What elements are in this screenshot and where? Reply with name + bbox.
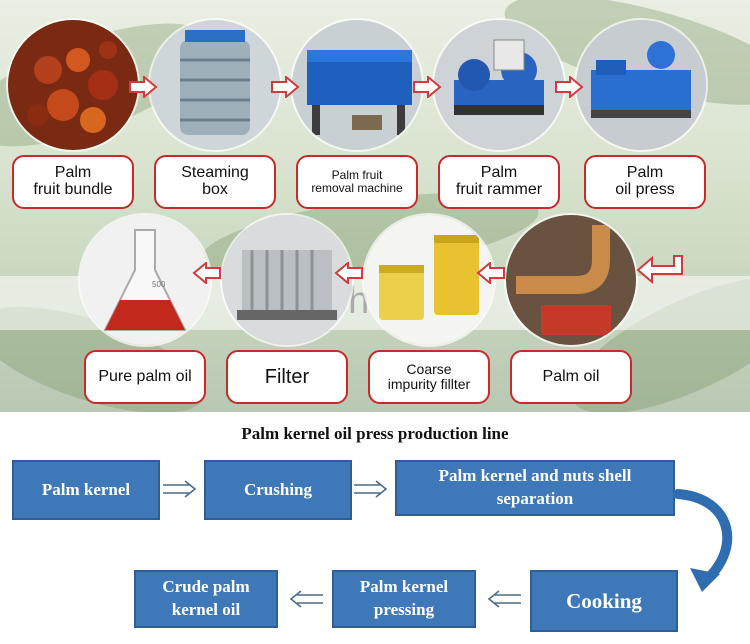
elbow-arrow-icon (636, 255, 683, 285)
label-palm-oil: Palm oil (510, 350, 632, 404)
steaming-box-photo (150, 20, 280, 150)
label-text: Pure palm oil (98, 367, 192, 385)
curved-down-arrow-icon (673, 489, 733, 592)
label-coarse-impurity-fillter: Coarse impurity fillter (368, 350, 490, 404)
label-text: Palm fruit removal machine (311, 168, 403, 195)
right-arrow-icon (271, 76, 300, 98)
double-right-arrow-icon (163, 480, 197, 498)
label-pure-palm-oil: Pure palm oil (84, 350, 206, 404)
step-pressing: Palm kernel pressing (332, 570, 476, 628)
filter-press-photo (222, 215, 352, 345)
step-crushing: Crushing (204, 460, 352, 520)
flask-photo: 500 (80, 215, 210, 345)
label-filter: Filter (226, 350, 348, 404)
label-text: Palm oil (542, 367, 600, 385)
step-label: Crushing (243, 479, 313, 499)
step-label: Crude palm kernel oil (162, 577, 250, 619)
left-arrow-icon (476, 262, 505, 284)
palm-fruit-photo (8, 20, 138, 150)
step-separation: Palm kernel and nuts shell separation (395, 460, 675, 516)
double-right-arrow-icon (354, 480, 388, 498)
removal-machine-photo (292, 20, 422, 150)
oil-press-photo (576, 20, 706, 150)
step-label: Cooking (566, 588, 642, 613)
right-arrow-icon (129, 76, 158, 98)
process-photo-panel: en.china.cn Palm fruit bundle Steaming b… (0, 0, 750, 412)
double-left-arrow-icon (487, 590, 521, 608)
label-text: Steaming box (181, 164, 249, 198)
left-arrow-icon (192, 262, 221, 284)
label-text: Coarse impurity fillter (387, 361, 471, 392)
svg-text:500: 500 (152, 280, 166, 289)
label-text: Palm fruit rammer (455, 164, 543, 198)
label-text: Palm fruit bundle (33, 164, 113, 198)
label-steaming-box: Steaming box (154, 155, 276, 209)
label-palm-fruit-rammer: Palm fruit rammer (438, 155, 560, 209)
label-removal-machine: Palm fruit removal machine (296, 155, 418, 209)
step-label: Palm kernel pressing (359, 577, 449, 619)
label-text: Palm oil press (615, 164, 675, 198)
flow-title: Palm kernel oil press production line (241, 424, 509, 443)
pipe-photo (506, 215, 636, 345)
step-cooking: Cooking (530, 570, 678, 632)
label-text: Filter (264, 365, 310, 388)
right-arrow-icon (555, 76, 584, 98)
oil-jars-photo (364, 215, 494, 345)
label-palm-fruit-bundle: Palm fruit bundle (12, 155, 134, 209)
label-palm-oil-press: Palm oil press (584, 155, 706, 209)
right-arrow-icon (413, 76, 442, 98)
step-crude-oil: Crude palm kernel oil (134, 570, 278, 628)
step-palm-kernel: Palm kernel (12, 460, 160, 520)
step-label: Palm kernel (41, 479, 131, 499)
rammer-photo (434, 20, 564, 150)
left-arrow-icon (334, 262, 363, 284)
step-label: Palm kernel and nuts shell separation (438, 466, 632, 508)
double-left-arrow-icon (289, 590, 323, 608)
